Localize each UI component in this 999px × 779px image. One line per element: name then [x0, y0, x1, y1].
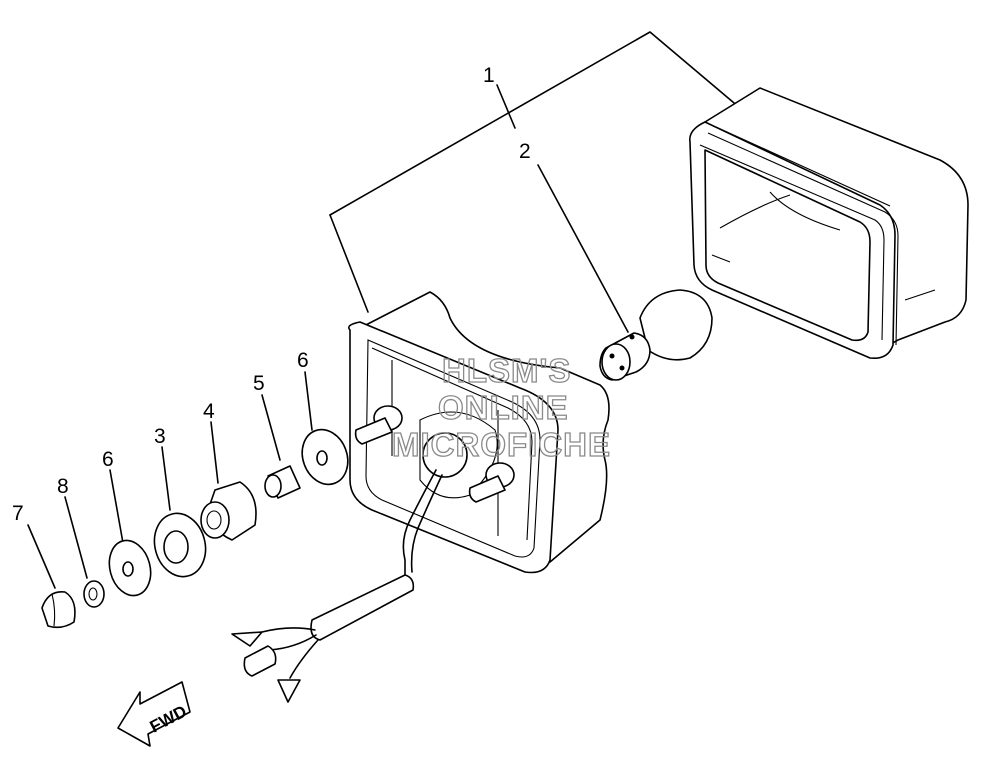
callout-4: 4	[203, 400, 215, 423]
leader-lines	[27, 31, 741, 589]
forward-direction-arrow: FWD	[117, 681, 191, 747]
part-5-collar	[264, 465, 301, 499]
part-7-cap-nut	[41, 591, 76, 629]
callout-2: 2	[519, 140, 531, 163]
tail-lamp-housing	[347, 291, 610, 576]
part-6-upper-washer	[301, 428, 349, 486]
callout-3: 3	[154, 425, 166, 448]
part-8-spring-washer	[83, 580, 105, 608]
callout-8: 8	[57, 475, 69, 498]
part-4-grommet	[200, 481, 257, 541]
callout-7: 7	[12, 502, 24, 525]
callout-6-lower: 6	[102, 448, 114, 471]
callout-5: 5	[253, 372, 265, 395]
bulb	[599, 289, 713, 381]
callout-6-upper: 6	[297, 349, 309, 372]
wiring-harness	[231, 574, 415, 703]
watermark-line-2: ONLINE	[438, 389, 569, 426]
watermark-line-3: MICROFICHE	[392, 426, 611, 463]
tail-lamp-lens	[688, 87, 969, 360]
watermark-line-1: HLSM'S	[442, 352, 571, 389]
part-6-lower-washer	[108, 539, 152, 597]
part-3-spacer	[153, 512, 207, 578]
watermark: HLSM'S ONLINE MICROFICHE	[391, 351, 611, 463]
callout-1: 1	[483, 64, 495, 87]
callout-labels: 1 2 3 4 5 6 6 7 8	[12, 64, 531, 525]
